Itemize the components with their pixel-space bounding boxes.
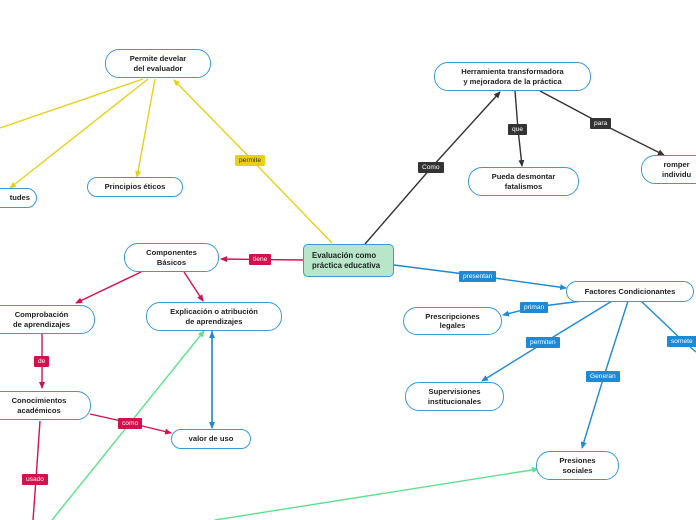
node-principios[interactable]: Principios éticos: [87, 177, 183, 197]
node-permite-develar[interactable]: Permite develar del evaluador: [105, 49, 211, 78]
node-herramienta[interactable]: Herramienta transformadora y mejoradora …: [434, 62, 591, 91]
edge-componentes-explicacion: [183, 271, 204, 302]
edge-componentes-comprobacion: [75, 271, 142, 304]
label-permiten: permiten: [526, 337, 560, 348]
label-de: de: [34, 356, 50, 367]
edge-bottom-presiones: [214, 466, 539, 520]
node-valor-de-uso[interactable]: valor de uso: [171, 429, 251, 449]
node-componentes[interactable]: Componentes Básicos: [124, 243, 219, 272]
label-generan: Generan: [586, 371, 620, 382]
label-someten: somete: [667, 336, 696, 347]
edge-evaluador-left: [0, 78, 144, 129]
edge-conocimientos-down: [32, 420, 41, 520]
node-conocimientos[interactable]: Conocimientos académicos: [0, 391, 91, 420]
label-permite: permite: [235, 155, 265, 166]
edge-evaluador-principios: [135, 78, 156, 178]
node-supervisiones[interactable]: Supervisiones institucionales: [405, 382, 504, 411]
node-comprobacion[interactable]: Comprobación de aprendizajes: [0, 305, 95, 334]
node-prescripciones[interactable]: Prescripciones legales: [403, 307, 502, 335]
node-actitudes[interactable]: tudes: [0, 188, 37, 208]
edge-evaluador-actitudes: [9, 78, 149, 189]
node-romper[interactable]: romper individu: [641, 155, 696, 184]
label-tiene: tiene: [249, 254, 272, 265]
node-fatalismos[interactable]: Pueda desmontar fatalismos: [468, 167, 579, 196]
label-como-conocimientos: como: [118, 418, 143, 429]
node-evaluacion-root[interactable]: Evaluación como práctica educativa: [303, 244, 394, 277]
node-explicacion[interactable]: Explicación o atribución de aprendizajes: [146, 302, 282, 331]
label-presentan: presentan: [459, 271, 497, 282]
label-usado: usado: [22, 474, 48, 485]
label-que: que: [508, 124, 528, 135]
label-priman: priman: [520, 302, 549, 313]
node-factores[interactable]: Factores Condicionantes: [566, 281, 694, 302]
node-presiones[interactable]: Presiones sociales: [536, 451, 619, 480]
label-como: Como: [418, 162, 444, 173]
label-para: para: [590, 118, 612, 129]
